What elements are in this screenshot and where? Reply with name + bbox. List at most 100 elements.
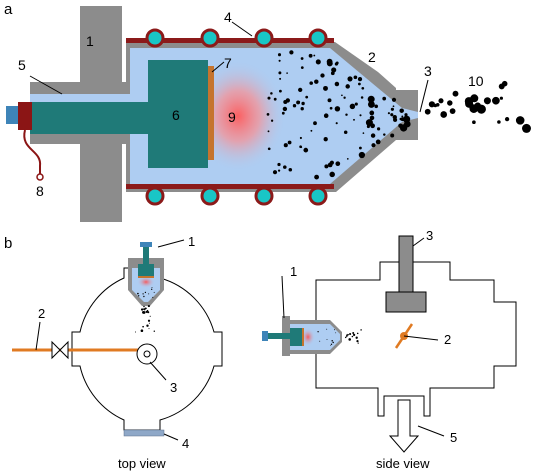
particles-chamber: [266, 50, 411, 180]
particle: [300, 57, 304, 60]
holder-block: [385, 291, 427, 313]
particle: [497, 120, 501, 124]
particle: [317, 331, 319, 333]
particle: [309, 81, 313, 85]
particle: [347, 76, 353, 82]
particle: [329, 171, 335, 178]
particle: [355, 337, 357, 339]
top-label-4: 4: [182, 436, 189, 451]
particle: [357, 76, 363, 82]
particle: [267, 96, 271, 100]
coil-ring: [308, 186, 328, 206]
top-view-chamber: [71, 267, 223, 431]
particle: [144, 291, 147, 294]
particle: [146, 309, 149, 312]
particle: [147, 305, 150, 308]
particle: [331, 340, 333, 342]
side-source-plate: [302, 328, 304, 346]
particle: [152, 296, 154, 298]
particle: [360, 96, 364, 99]
particle: [387, 112, 390, 115]
particle: [356, 332, 359, 335]
particle: [428, 101, 435, 108]
particle: [358, 82, 361, 86]
particle: [369, 110, 375, 116]
particle: [367, 95, 375, 103]
top-label-3: 3: [170, 380, 177, 395]
particle: [143, 305, 145, 308]
particle: [314, 174, 319, 180]
particle: [320, 73, 325, 78]
particle: [345, 113, 348, 116]
particle: [376, 127, 381, 131]
particle: [470, 94, 479, 103]
particle: [374, 104, 379, 109]
particle: [504, 116, 510, 122]
particle: [393, 117, 398, 122]
label-8: 8: [36, 183, 44, 199]
particle: [401, 115, 404, 118]
particle: [266, 113, 270, 116]
particle: [301, 101, 305, 106]
particle: [335, 161, 341, 167]
particle: [143, 308, 146, 311]
particle: [287, 140, 292, 145]
particle: [148, 328, 150, 330]
particle: [273, 97, 277, 101]
particle: [153, 330, 156, 332]
particle: [353, 118, 355, 121]
side-source-rod: [266, 333, 292, 339]
particle: [352, 332, 355, 334]
particle: [147, 311, 150, 314]
particle: [440, 111, 448, 118]
mini-source-rod-top: [140, 242, 152, 247]
mini-source-electrode: [138, 264, 154, 276]
particle: [327, 162, 333, 168]
particle: [392, 105, 395, 108]
particle: [147, 319, 151, 322]
side-label-3: 3: [426, 228, 433, 243]
particle: [323, 113, 329, 118]
particle: [279, 77, 282, 80]
side-label-1: 1: [290, 264, 297, 279]
particle: [326, 338, 328, 340]
particle: [134, 331, 137, 333]
top-leader-4: [163, 433, 179, 441]
particle: [356, 340, 359, 343]
particle: [369, 115, 375, 121]
particle: [298, 87, 303, 93]
top-view: 1 2 3 4 top view: [12, 234, 223, 471]
particle: [358, 146, 362, 150]
particle: [334, 106, 341, 112]
particle: [361, 86, 365, 90]
particle: [346, 158, 349, 160]
particle: [365, 119, 373, 127]
side-source-electrode: [290, 328, 302, 346]
particle: [267, 130, 270, 133]
particle: [283, 165, 287, 169]
particle: [332, 341, 334, 344]
particle: [313, 54, 316, 57]
top-leader-1: [157, 239, 185, 248]
particle: [331, 67, 337, 73]
particle: [272, 170, 278, 175]
particle: [277, 162, 281, 167]
particle: [277, 169, 281, 172]
coil-rings: [145, 28, 328, 206]
side-label-2: 2: [444, 332, 451, 347]
particle: [403, 120, 411, 128]
particle: [351, 335, 354, 338]
particle: [424, 108, 431, 115]
particle: [370, 133, 376, 138]
particle: [282, 106, 288, 112]
leader-7: [211, 61, 225, 73]
particle: [298, 101, 301, 103]
particle: [330, 343, 333, 345]
label-5: 5: [18, 57, 26, 73]
particle: [140, 329, 144, 332]
particle: [343, 130, 348, 134]
particle: [449, 108, 456, 114]
particle: [283, 143, 288, 148]
particle: [305, 95, 309, 99]
particle: [362, 132, 365, 134]
